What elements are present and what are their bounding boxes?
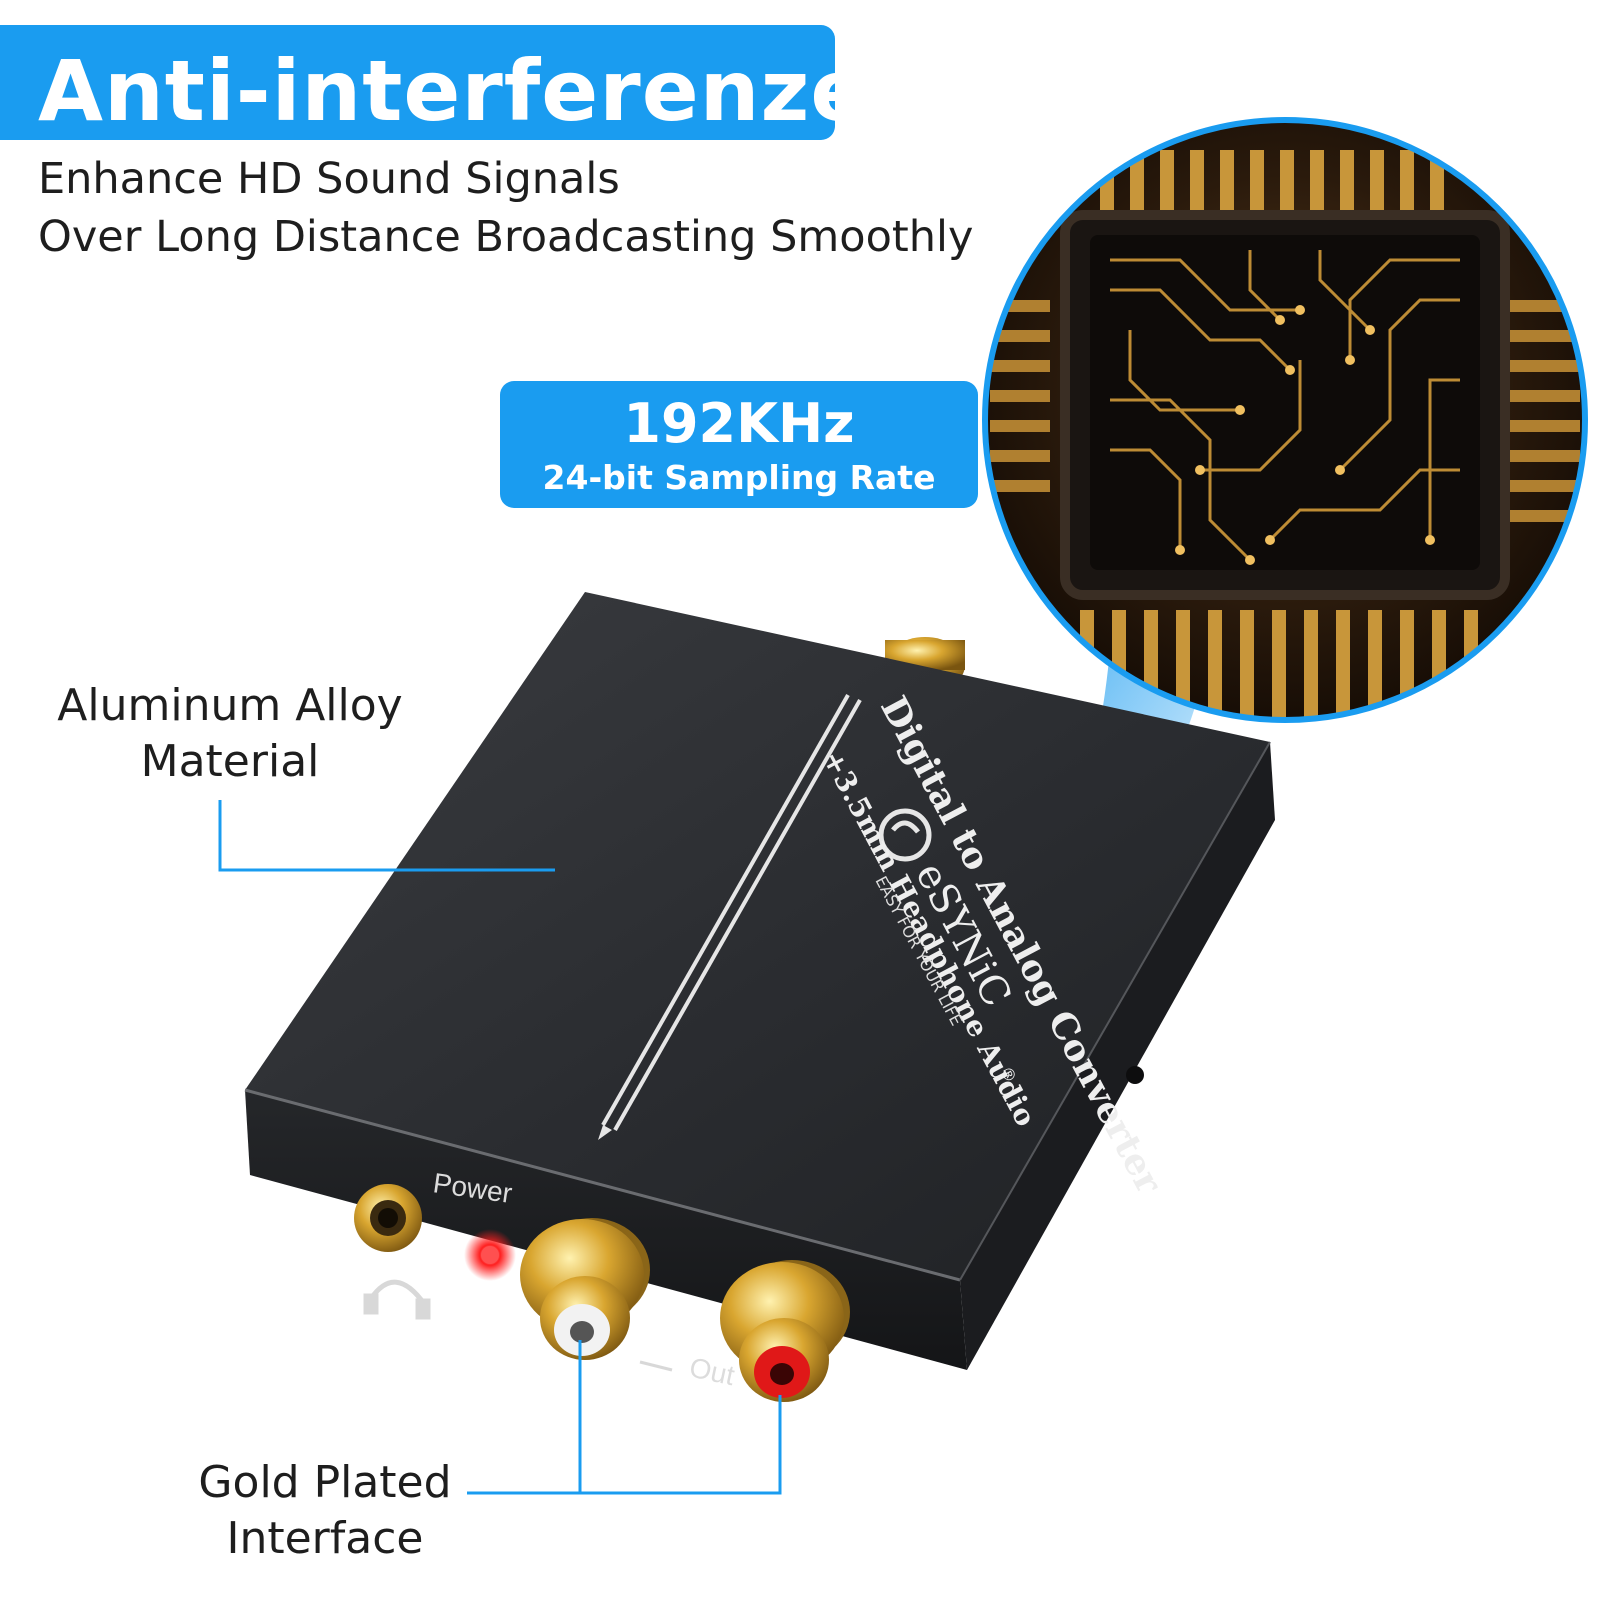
title-badge: Anti-interferenze xyxy=(0,25,867,140)
converter-device xyxy=(244,592,1275,1402)
spec-badge: 192KHz 24-bit Sampling Rate xyxy=(500,381,978,508)
chip-circuit-image xyxy=(982,117,1588,723)
material-callout: Aluminum Alloy Material xyxy=(44,678,416,790)
subtitle-line-1: Enhance HD Sound Signals xyxy=(38,154,620,204)
interface-callout: Gold Plated Interface xyxy=(190,1455,460,1567)
material-callout-line-1: Aluminum Alloy xyxy=(57,680,403,731)
interface-callout-line-2: Interface xyxy=(226,1513,424,1564)
material-callout-line-2: Material xyxy=(140,736,320,787)
sampling-frequency: 192KHz xyxy=(623,392,855,455)
interface-callout-line-1: Gold Plated xyxy=(198,1457,452,1508)
brand-logo-icon xyxy=(878,808,932,862)
headphone-jack[interactable] xyxy=(354,1184,422,1252)
out-label: Out xyxy=(687,1352,738,1392)
page-title: Anti-interferenze xyxy=(38,42,869,140)
subtitle-line-2: Over Long Distance Broadcasting Smoothly xyxy=(38,212,974,262)
rca-out-left-white[interactable] xyxy=(520,1218,650,1360)
subtitle: Enhance HD Sound Signals Over Long Dista… xyxy=(38,150,973,266)
sampling-bit-depth: 24-bit Sampling Rate xyxy=(542,458,936,497)
headphone-icon xyxy=(363,1279,431,1320)
device-brand-mark: ® xyxy=(996,1063,1020,1086)
rca-out-right-red[interactable] xyxy=(720,1260,850,1402)
interface-leader-line xyxy=(578,1340,782,1495)
material-leader-line xyxy=(218,800,555,872)
